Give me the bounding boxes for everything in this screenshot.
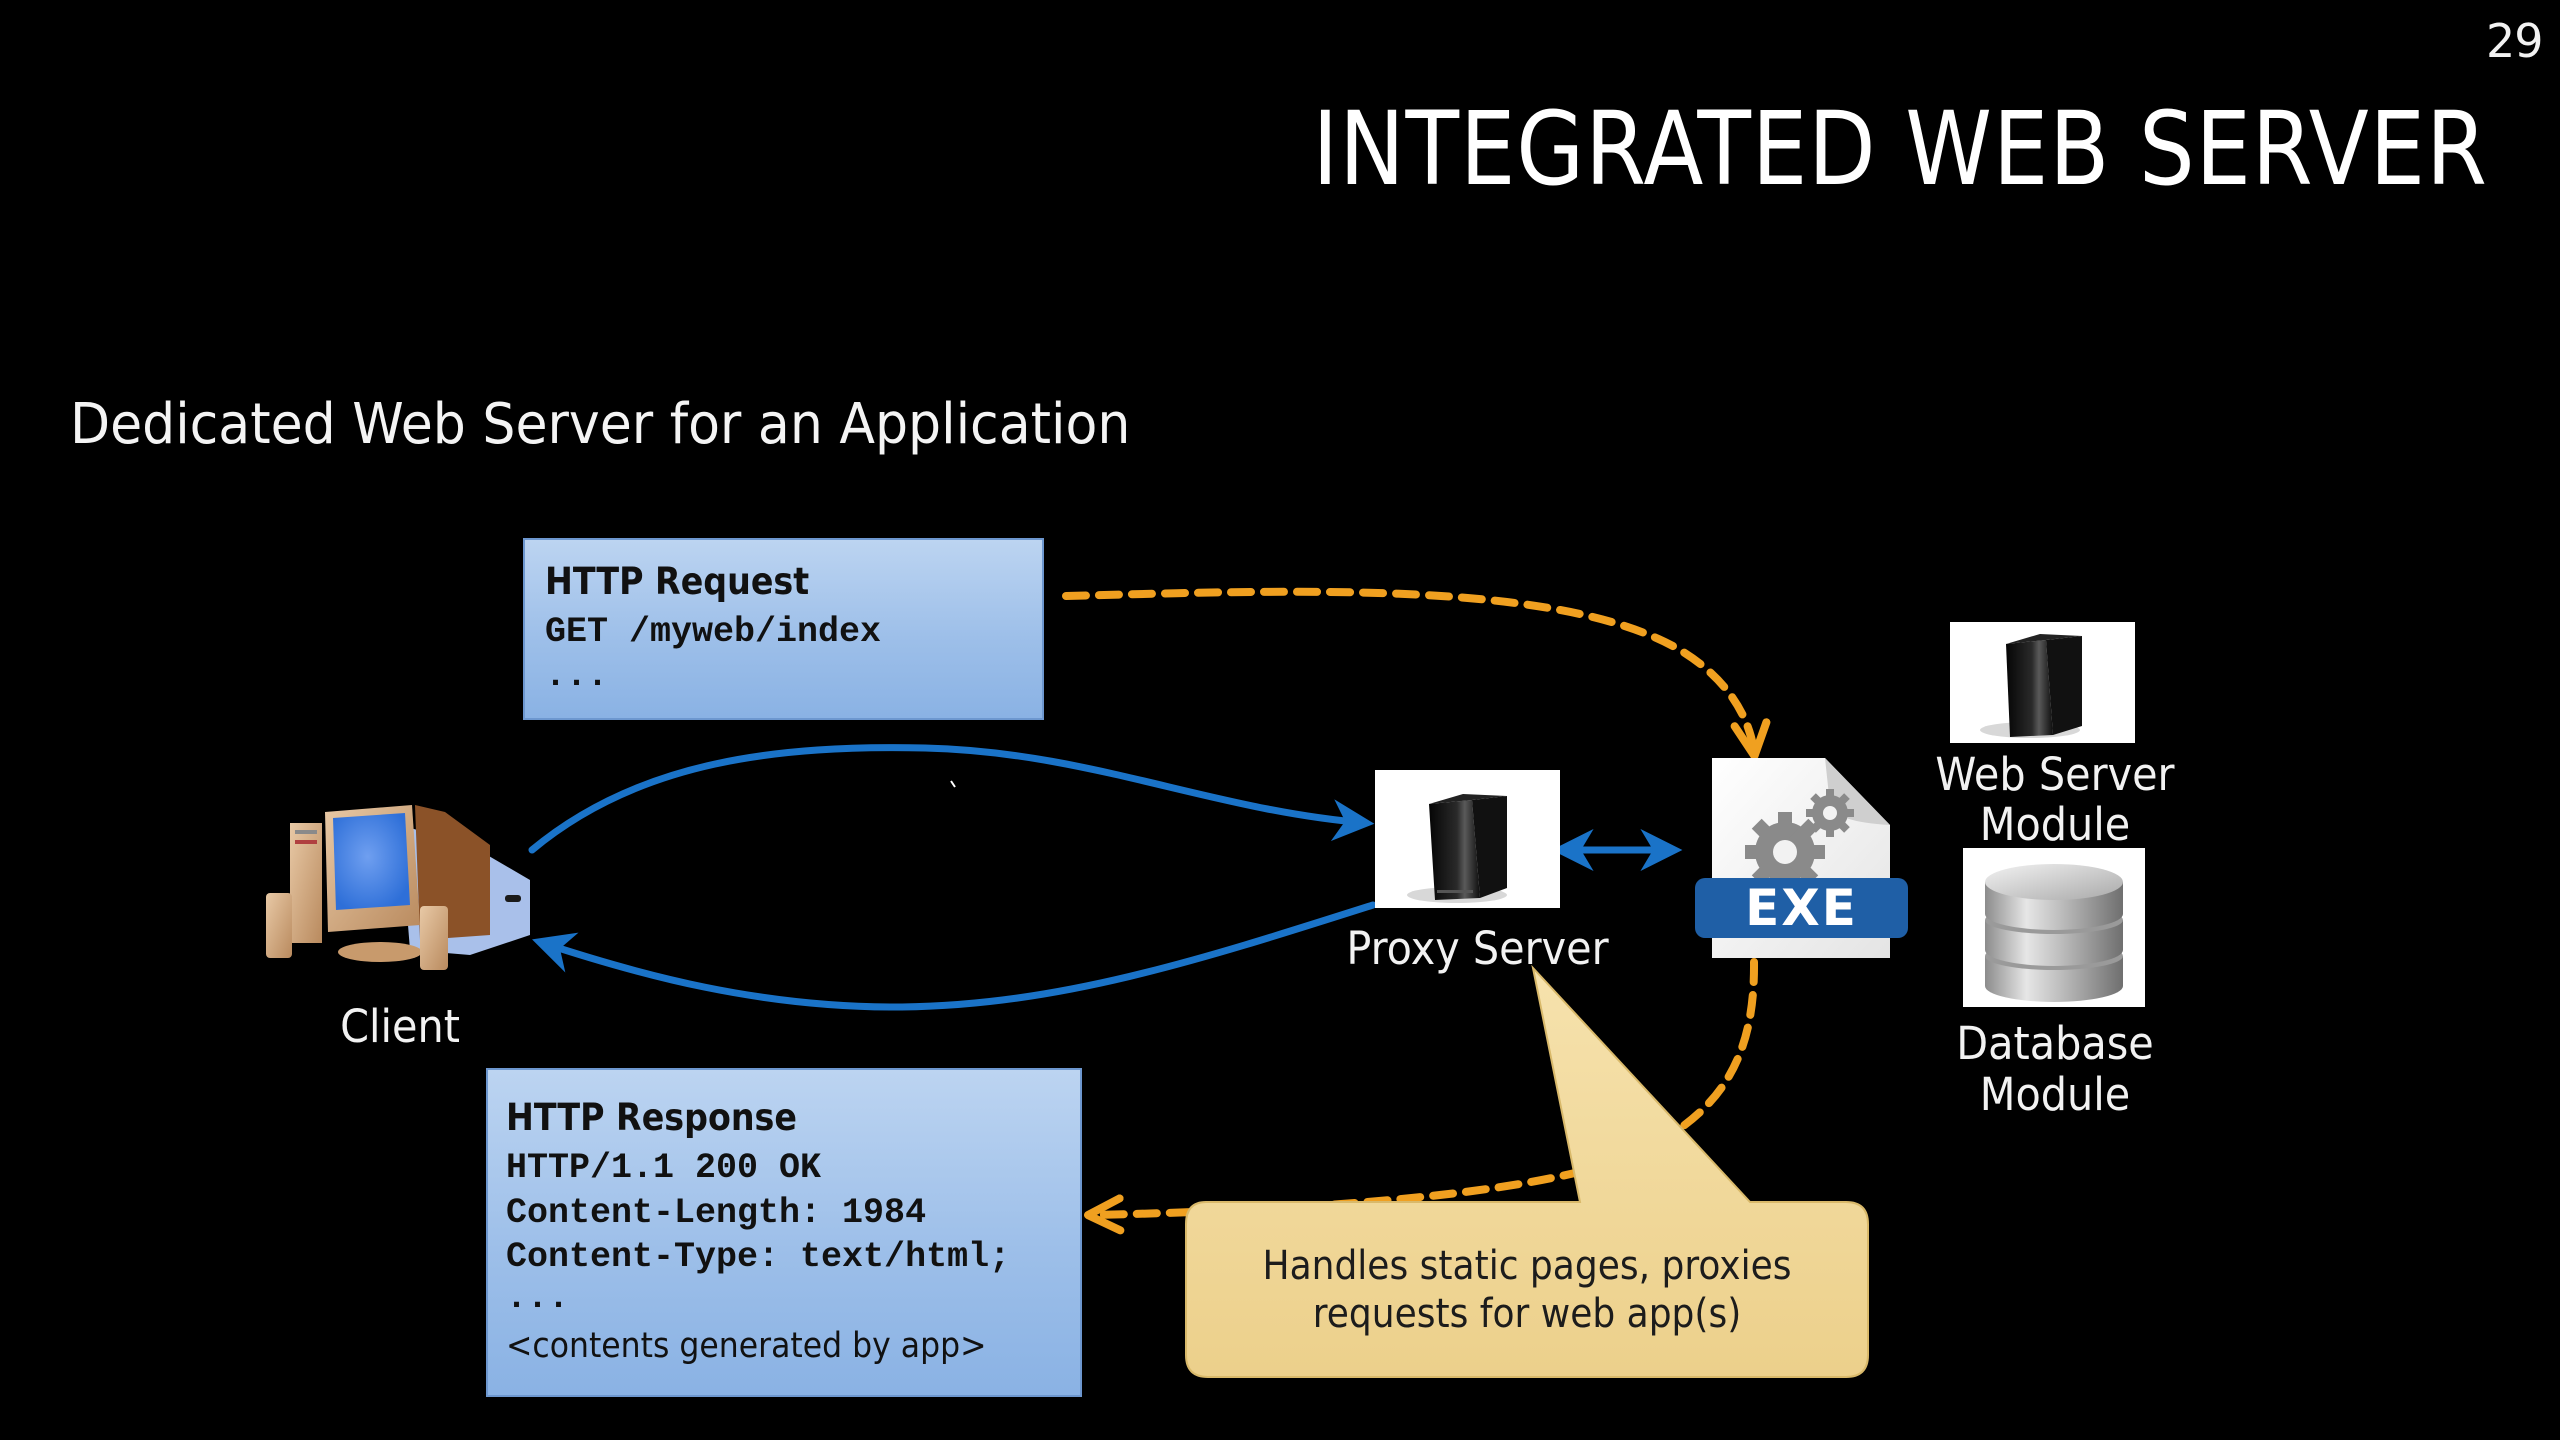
server-tower-icon [1407,794,1507,903]
client-to-proxy-arrow [528,744,1375,854]
http-request-title: HTTP Request [545,560,810,603]
web-server-module-label-line1: Web Server [1935,748,2175,801]
callout-text-block: Handles static pages, proxies requests f… [1186,1242,1868,1338]
http-response-content-length: Content-Length: 1984 [506,1193,927,1233]
database-module-label-line2: Module [1979,1068,2131,1121]
http-response-body-line: <contents generated by app> [506,1326,987,1366]
request-dashed-arrow [1062,587,1771,760]
client-label: Client [340,1000,460,1053]
web-server-module-label-line2: Module [1979,798,2131,851]
callout-text-line2: requests for web app(s) [1312,1291,1742,1337]
http-response-title: HTTP Response [506,1096,797,1139]
http-request-ellipsis: ... [545,656,609,696]
http-request-box: HTTP Request GET /myweb/index ... [523,538,1044,720]
exe-band-label: EXE [1745,879,1858,937]
callout-balloon [1185,964,1869,1378]
database-icon [1985,864,2123,1002]
http-response-status-line: HTTP/1.1 200 OK [506,1148,822,1188]
http-response-content-type: Content-Type: text/html; [506,1237,1011,1277]
database-module-label-line1: Database [1956,1017,2154,1070]
proxy-to-client-arrow [532,901,1377,1011]
http-response-box: HTTP Response HTTP/1.1 200 OK Content-Le… [486,1068,1082,1397]
small-gear-icon [1806,789,1854,837]
database-module-card[interactable] [1963,848,2145,1007]
http-response-ellipsis: ... [506,1278,570,1318]
web-server-module-card[interactable] [1950,622,2135,743]
http-request-line: GET /myweb/index [545,612,882,652]
gear-icon [1745,812,1825,892]
callout-text-line1: Handles static pages, proxies [1262,1243,1792,1289]
slide-number: 29 [2486,14,2544,68]
proxy-server-card[interactable] [1375,770,1560,908]
slide-subtitle: Dedicated Web Server for an Application [70,392,1131,457]
server-tower-icon [1980,634,2082,738]
slide-title: INTEGRATED WEB SERVER [1312,90,2488,209]
stray-tick-mark [950,780,956,788]
proxy-server-label: Proxy Server [1346,922,1609,975]
